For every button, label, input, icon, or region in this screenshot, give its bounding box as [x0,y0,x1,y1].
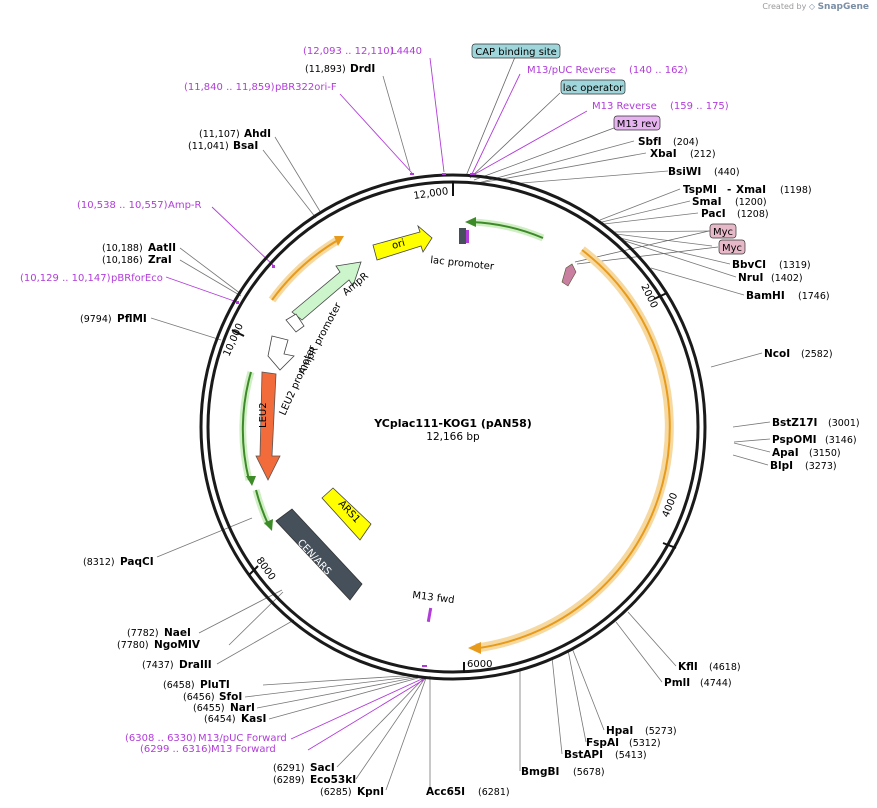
boxed-myc-2[interactable]: Myc [718,239,746,255]
site-sfoi[interactable]: (6456)SfoI [183,691,242,703]
sites-left: (11,893)DrdI (11,107)AhdI (11,041)BsaI (… [80,63,384,798]
ori-label: ori [391,238,407,252]
m13-fwd-label: M13 fwd [412,590,455,606]
orf-arrowhead-main [468,642,481,654]
plasmid-length: 12,166 bp [426,431,480,443]
leu2-label: LEU2 [258,402,269,428]
watermark-brand: SnapGene [817,2,869,12]
site-bsiwi[interactable]: BsiWI(440) [668,166,740,178]
lac-operator-label: lac operator [563,83,624,94]
site-blpi[interactable]: BlpI(3273) [770,460,837,472]
tick-label-12000: 12,000 [413,186,449,202]
site-aatii[interactable]: (10,188)AatII [102,242,176,254]
boxed-cap-binding-site[interactable]: CAP binding site [471,43,561,59]
myc-tag-marker [561,263,577,287]
primer-pbr322ori-f[interactable]: (11,840 .. 11,859) pBR322ori-F [184,82,337,93]
sites-right: SbfI(204) XbaI(212) BsiWI(440) TspMI-Xma… [426,136,860,798]
primer-amp-r[interactable]: (10,538 .. 10,557) Amp-R [77,200,202,211]
green-arrow-top-halo [471,218,545,242]
myc-label-1: Myc [713,227,733,238]
site-bmgbi[interactable]: BmgBI(5678) [521,766,605,778]
site-kfli[interactable]: KflI(4618) [678,661,741,673]
site-pluti[interactable]: (6458)PluTI [163,679,230,691]
green-arrowhead-top [465,217,476,227]
site-kasi[interactable]: (6454)KasI [204,713,266,725]
green-arrowhead-left [246,476,256,486]
site-bstapi[interactable]: BstAPI(5413) [564,749,647,761]
feature-ori[interactable]: ori [372,224,433,261]
lac-promoter-label: lac promoter [430,255,496,273]
orf-arrow-main [478,249,671,649]
green-arrow-top [471,221,544,239]
boxed-lac-operator[interactable]: lac operator [560,79,626,95]
site-xbai[interactable]: XbaI(212) [650,148,716,160]
plasmid-name: YCplac111-KOG1 (pAN58) [373,417,532,430]
orf-arrow-left [271,239,339,301]
cap-binding-site-label: CAP binding site [475,47,557,58]
site-hpai[interactable]: HpaI(5273) [606,725,677,737]
tick-label-6000: 6000 [467,659,492,670]
primer-leader-lines [165,57,588,751]
primer-m13-puc-reverse[interactable]: M13/pUC Reverse (140 .. 162) [527,65,688,76]
orf-halo-main [475,246,674,653]
backbone-outer-ring [199,173,707,681]
site-nari[interactable]: (6455)NarI [193,702,255,714]
boxed-m13-rev[interactable]: M13 rev [613,115,661,131]
site-fspai[interactable]: FspAI(5312) [586,737,661,749]
primer-m13-reverse[interactable]: M13 Reverse (159 .. 175) [592,101,729,112]
lac-promoter-marker [459,228,466,244]
primer-l4440[interactable]: (12,093 .. 12,110) L4440 [303,46,422,57]
site-sbfi[interactable]: SbfI(204) [638,136,699,148]
site-apai[interactable]: ApaI(3150) [772,447,841,459]
primer-pbrforeco[interactable]: (10,129 .. 10,147) pBRforEco [20,273,163,284]
site-pmli[interactable]: PmlI(4744) [664,677,732,689]
site-acc65i[interactable]: Acc65I(6281) [426,786,510,798]
green-arrowhead-left2 [264,519,273,531]
site-ahdi[interactable]: (11,107)AhdI [199,128,271,140]
snapgene-watermark: Created by ◇ SnapGene [762,2,869,12]
site-ncoi[interactable]: NcoI(2582) [764,348,833,360]
site-paqci[interactable]: (8312)PaqCI [83,556,154,568]
m13-rev-label: M13 rev [617,119,658,130]
orf-arrowhead-left [334,236,344,246]
site-draiii[interactable]: (7437)DraIII [142,659,212,671]
leader-lines-right [429,140,771,789]
tick-label-8000: 8000 [254,555,278,582]
primer-m13-puc-forward[interactable]: (6308 .. 6330) M13/pUC Forward [125,733,287,744]
site-smai[interactable]: SmaI(1200) [692,196,767,208]
site-bamhi[interactable]: BamHI(1746) [746,290,830,302]
site-bsai[interactable]: (11,041)BsaI [188,140,258,152]
green-arrow-left [241,371,252,481]
primer-m13-forward[interactable]: (6299 .. 6316) M13 Forward [140,744,276,755]
tick-marks [231,181,677,673]
watermark-prefix: Created by [762,2,807,11]
site-tspmi-xmai[interactable]: TspMI-XmaI(1198) [683,184,812,196]
site-naei[interactable]: (7782)NaeI [127,627,191,639]
boxed-myc-1[interactable]: Myc [709,223,737,239]
site-kpni[interactable]: (6285)KpnI [320,786,384,798]
feature-leu2[interactable]: LEU2 [255,371,281,481]
site-pspomi[interactable]: PspOMI(3146) [772,434,857,446]
primer-marker-top [466,230,469,243]
tick-label-4000: 4000 [661,491,681,519]
site-ngomiv[interactable]: (7780)NgoMIV [117,639,201,651]
site-pflmi[interactable]: (9794)PflMI [80,313,147,325]
site-bbvci[interactable]: BbvCI(1319) [732,259,811,271]
site-nrui[interactable]: NruI(1402) [738,272,803,284]
site-eco53ki[interactable]: (6289)Eco53kI [273,774,356,786]
leader-lines-left [150,75,427,791]
snapgene-logo-icon: ◇ [808,2,816,11]
site-bstz17i[interactable]: BstZ17I(3001) [772,417,860,429]
site-zrai[interactable]: (10,186)ZraI [102,254,172,266]
m13-fwd-marker [426,607,433,623]
site-saci[interactable]: (6291)SacI [273,762,335,774]
tick-label-2000: 2000 [638,282,659,310]
site-paci[interactable]: PacI(1208) [701,208,769,220]
primer-site-ticks [236,173,476,667]
feature-ars1[interactable]: ARS1 [321,487,372,541]
myc-label-2: Myc [722,243,742,254]
site-drdi[interactable]: (11,893)DrdI [305,63,375,75]
